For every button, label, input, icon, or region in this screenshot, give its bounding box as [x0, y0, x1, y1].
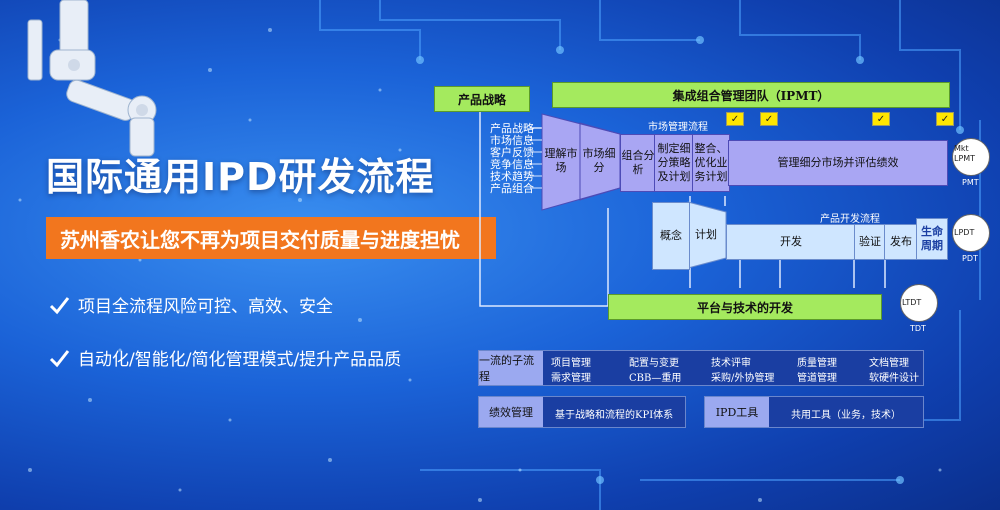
- pdt-circle-icon: [952, 214, 990, 252]
- circle-part: LPDT: [954, 228, 975, 237]
- circle-label: PMT: [962, 178, 979, 187]
- platform-box: 平台与技术的开发: [608, 294, 882, 320]
- checkpoint-icon: ✓: [726, 112, 744, 126]
- input-label: 产品战略: [490, 122, 534, 135]
- table-head: 一流的子流程: [479, 351, 543, 385]
- input-label: 技术趋势: [490, 170, 534, 183]
- table-cell: 软硬件设计: [869, 373, 919, 384]
- check-icon: [49, 349, 70, 367]
- tdt-circle-icon: [900, 284, 938, 322]
- market-step: 市场细分: [582, 147, 616, 174]
- dev-flow-label: 产品开发流程: [820, 214, 880, 225]
- table-head: 绩效管理: [479, 397, 543, 427]
- circle-label: PDT: [962, 254, 978, 263]
- perf-table: 绩效管理 基于战略和流程的KPI体系: [478, 396, 686, 428]
- tools-table: IPD工具 共用工具（业务，技术）: [704, 396, 924, 428]
- circle-part: LPMT: [954, 154, 976, 163]
- list-item: 自动化/智能化/简化管理模式/提升产品品质: [48, 345, 401, 370]
- dev-step: 计划: [695, 228, 717, 241]
- table-cell: 质量管理: [797, 358, 837, 369]
- subtitle-banner: 苏州香农让您不再为项目交付质量与进度担忧: [46, 217, 496, 259]
- table-cell: 采购/外协管理: [711, 373, 775, 384]
- market-step: 组合分析: [620, 134, 656, 192]
- input-label: 客户反馈: [490, 146, 534, 159]
- table-cell: 需求管理: [551, 373, 591, 384]
- page-title: 国际通用IPD研发流程: [46, 155, 435, 199]
- table-cell: CBB—重用: [629, 373, 682, 384]
- table-cell: 基于战略和流程的KPI体系: [555, 410, 674, 421]
- circle-label: TDT: [910, 324, 926, 333]
- market-step: 整合、优化业务计划: [692, 134, 730, 192]
- table-cell: 项目管理: [551, 358, 591, 369]
- input-label: 竞争信息: [490, 158, 534, 171]
- market-band: 管理细分市场并评估绩效: [728, 140, 948, 186]
- table-cell: 技术评审: [711, 358, 751, 369]
- checkpoint-icon: ✓: [936, 112, 954, 126]
- feature-text: 自动化/智能化/简化管理模式/提升产品品质: [78, 350, 402, 370]
- market-flow-label: 市场管理流程: [648, 122, 708, 133]
- feature-text: 项目全流程风险可控、高效、安全: [78, 297, 333, 317]
- dev-step: 概念: [652, 202, 690, 270]
- list-item: 项目全流程风险可控、高效、安全: [48, 292, 401, 317]
- circle-part: Mkt: [954, 144, 969, 153]
- dev-step: 发布: [884, 224, 918, 260]
- strategy-box: 产品战略: [434, 86, 530, 112]
- table-cell: 管道管理: [797, 373, 837, 384]
- table-cell: 配置与变更: [629, 358, 679, 369]
- table-cell: 共用工具（业务，技术）: [791, 410, 901, 421]
- market-step: 理解市场: [544, 147, 578, 174]
- input-label: 市场信息: [490, 134, 534, 147]
- ipmt-box: 集成组合管理团队（IPMT）: [552, 82, 950, 108]
- robot-arm-image: [27, 0, 157, 157]
- table-cell: 文档管理: [869, 358, 909, 369]
- input-label: 产品组合: [490, 182, 534, 195]
- checkpoint-icon: ✓: [760, 112, 778, 126]
- market-step: 制定细分策略及计划: [654, 134, 694, 192]
- pmt-circle-icon: [952, 138, 990, 176]
- diagram-connectors: [479, 111, 886, 307]
- checkpoint-icon: ✓: [872, 112, 890, 126]
- dev-step: 验证: [854, 224, 886, 260]
- table-head: IPD工具: [705, 397, 769, 427]
- ipd-diagram: 产品战略 集成组合管理团队（IPMT） 产品战略 市场信息 客户反馈 竞争信息 …: [430, 78, 1000, 438]
- dev-step: 开发: [726, 224, 856, 260]
- feature-list: 项目全流程风险可控、高效、安全 自动化/智能化/简化管理模式/提升产品品质: [48, 292, 401, 398]
- lifecycle-box: 生命周期: [916, 218, 948, 260]
- circle-part: LTDT: [902, 298, 922, 307]
- subprocess-table: 一流的子流程 项目管理 配置与变更 技术评审 质量管理 文档管理 需求管理 CB…: [478, 350, 924, 386]
- check-icon: [49, 296, 70, 314]
